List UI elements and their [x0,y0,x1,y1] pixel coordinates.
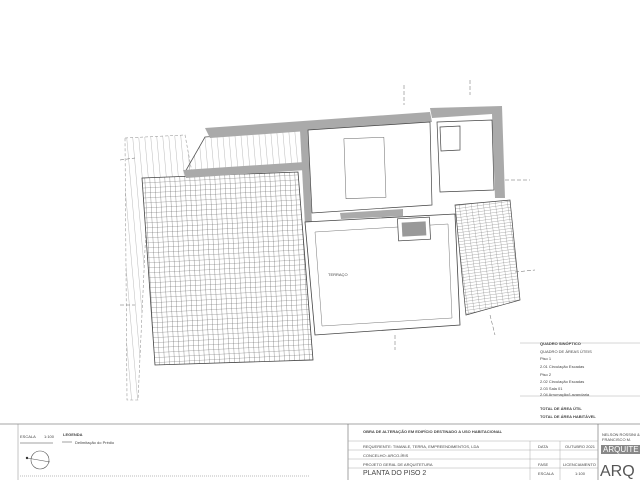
tiled-roof-right [454,199,521,316]
firm-logo: ARQUITE [601,445,640,454]
phase-value: LICENCIAMENTO [563,462,596,467]
date-value: OUTUBRO 2021 [565,444,596,449]
scale-label: ESCALA [20,434,36,439]
scale-value: 1:100 [575,471,586,476]
location: CONCELHO: ARCO-ÍRIS [363,453,409,458]
synoptic-floor: Piso 2 [540,372,552,377]
scale-label: ESCALA [538,471,554,476]
work-title: OBRA DE ALTERAÇÃO EM EDIFÍCIO DESTINADO … [363,429,503,434]
firm-name: NELSON ROSSINI & FRANCISCO M. [602,432,640,442]
scale-value: 1:100 [44,434,55,439]
room-stairwell [307,121,433,214]
synoptic-item: 2.01 Circulação Escadas [540,364,585,369]
synoptic-floor: Piso 1 [540,356,552,361]
room-label: TERRAÇO [328,272,348,277]
synoptic-item: 2.04 Arrumação/Lavandaria [540,392,590,397]
legend-item: Delimitação do Prédio [75,440,115,445]
roof-edge [124,134,195,401]
wall [183,162,306,178]
wall-top [205,112,432,138]
wall-right [430,106,505,198]
drawing-type: PROJETO GERAL DE ARQUITETURA [363,462,433,467]
synoptic-total: TOTAL DE ÁREA ÚTIL [540,406,582,411]
north-arrow-icon [25,450,51,470]
synoptic-total: TOTAL DE ÁREA HABITÁVEL [540,414,596,419]
legend-title: LEGENDA [63,432,83,437]
section-lines [119,80,536,350]
synoptic-subtitle: QUADRO DE ÁREAS ÚTEIS [540,349,592,354]
synoptic-item: 2.02 Circulação Escadas [540,379,585,384]
synoptic-item: 2.03 Sala 01 [540,386,563,391]
drawing-title: PLANTA DO PISO 2 [363,470,427,477]
phase-label: FASE [538,462,549,467]
synoptic-title: QUADRO SINÓPTICO [540,341,581,346]
date-label: DATA [538,444,549,449]
tiled-roof-left [141,171,314,366]
terrace [304,213,461,336]
sheet-code: ARQ [600,463,635,480]
wall [340,209,403,219]
owner: REQUERENTE: TIMANLE, TERRA, EMPREENDIMEN… [363,444,480,449]
